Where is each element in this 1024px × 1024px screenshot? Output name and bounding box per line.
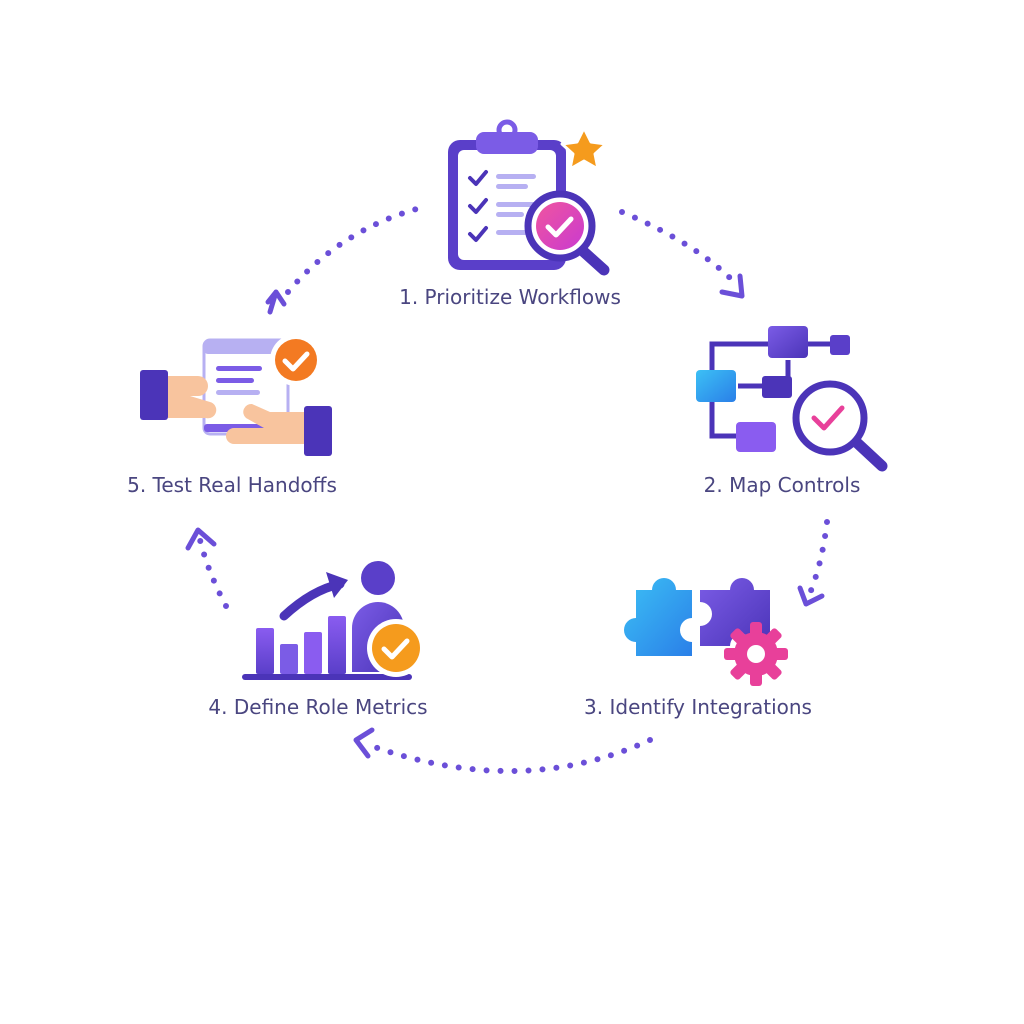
connector-step1-to-step2 xyxy=(619,209,745,299)
gear-icon xyxy=(724,622,788,686)
avatar xyxy=(361,561,395,595)
step-5-test-real-handoffs: 5. Test Real Handoffs xyxy=(127,334,337,497)
arrowhead-step5 xyxy=(185,527,217,551)
arrowhead-step4 xyxy=(353,727,375,759)
connector-step4-to-step5 xyxy=(185,527,229,609)
step-4-define-role-metrics: 4. Define Role Metrics xyxy=(208,561,428,719)
step-1-label: 1. Prioritize Workflows xyxy=(399,285,621,309)
clipboard-checklist-magnifier-star-icon xyxy=(448,119,610,276)
flowchart-magnifier-icon xyxy=(696,326,888,472)
step-2-label: 2. Map Controls xyxy=(704,473,861,497)
puzzle-gear-icon xyxy=(624,578,788,686)
step-4-label: 4. Define Role Metrics xyxy=(208,695,427,719)
cycle-connectors xyxy=(185,205,830,774)
handoff-document-check-icon xyxy=(140,334,332,456)
step-3-identify-integrations: 3. Identify Integrations xyxy=(584,578,812,719)
step-5-label: 5. Test Real Handoffs xyxy=(127,473,337,497)
step-1-prioritize-workflows: 1. Prioritize Workflows xyxy=(399,119,621,309)
connector-step3-to-step4 xyxy=(353,727,653,774)
step-2-map-controls: 2. Map Controls xyxy=(696,326,888,497)
bar-chart-person-check-icon xyxy=(242,561,425,680)
connector-step2-to-step3 xyxy=(797,519,830,607)
connector-step5-to-step1 xyxy=(265,205,423,315)
arrowhead-step2 xyxy=(719,273,745,299)
arrowhead-step1 xyxy=(265,289,287,315)
step-3-label: 3. Identify Integrations xyxy=(584,695,812,719)
arrowhead-step3 xyxy=(797,585,825,607)
